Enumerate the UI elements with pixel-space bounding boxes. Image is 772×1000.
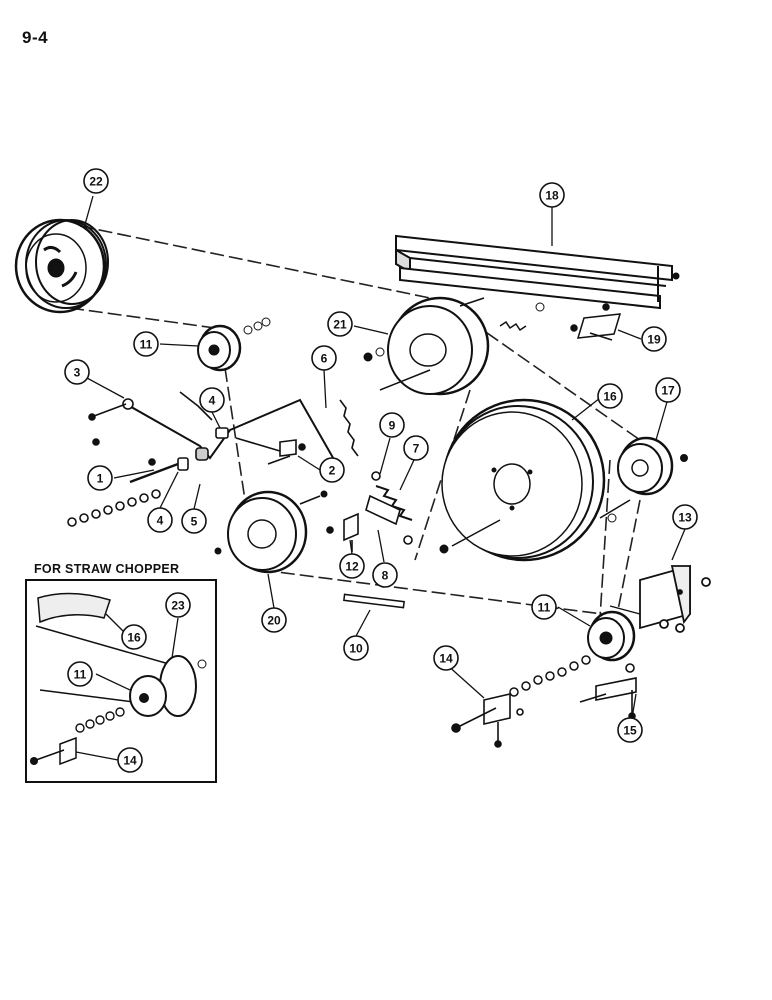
callout-21: 21 xyxy=(327,311,353,337)
svg-text:19: 19 xyxy=(647,333,661,347)
svg-text:11: 11 xyxy=(538,601,551,615)
callout-14-inset: 14 xyxy=(117,747,143,773)
svg-text:3: 3 xyxy=(74,366,81,380)
svg-text:10: 10 xyxy=(349,642,363,656)
callout-4-upper: 4 xyxy=(199,387,225,413)
callout-7: 7 xyxy=(403,435,429,461)
svg-text:13: 13 xyxy=(678,511,692,525)
svg-text:16: 16 xyxy=(603,390,617,404)
callout-20: 20 xyxy=(261,607,287,633)
channel-18 xyxy=(395,234,673,310)
pulley-17 xyxy=(599,436,688,523)
callout-18: 18 xyxy=(539,182,565,208)
svg-text:8: 8 xyxy=(382,569,389,583)
callout-11-top: 11 xyxy=(133,331,159,357)
spring-linkage xyxy=(326,471,413,552)
page-number: 9-4 xyxy=(22,28,49,47)
idler-pulley-11-right xyxy=(509,610,636,697)
svg-text:11: 11 xyxy=(74,668,87,682)
svg-text:21: 21 xyxy=(333,318,347,332)
svg-text:4: 4 xyxy=(209,394,216,408)
svg-text:6: 6 xyxy=(321,352,328,366)
pulley-16 xyxy=(439,398,606,562)
svg-text:5: 5 xyxy=(191,515,198,529)
part-callouts: 22 18 21 11 19 6 3 16 17 4 9 7 2 1 4 5 1… xyxy=(64,168,698,773)
callout-15: 15 xyxy=(617,717,643,743)
callout-22: 22 xyxy=(83,168,109,194)
bracket-13 xyxy=(609,564,711,633)
svg-text:20: 20 xyxy=(267,614,281,628)
svg-text:15: 15 xyxy=(623,724,637,738)
leader-lines xyxy=(75,195,686,761)
svg-text:7: 7 xyxy=(413,442,420,456)
idler-pulley-11-top xyxy=(197,317,271,372)
svg-text:23: 23 xyxy=(171,599,185,613)
svg-text:16: 16 xyxy=(127,631,141,645)
bracket-19 xyxy=(570,303,622,341)
callout-5: 5 xyxy=(181,508,207,534)
callout-23: 23 xyxy=(165,592,191,618)
svg-text:17: 17 xyxy=(661,384,675,398)
pulley-22 xyxy=(14,218,109,314)
callout-17: 17 xyxy=(655,377,681,403)
callout-16-inset: 16 xyxy=(121,624,147,650)
callout-11-inset: 11 xyxy=(67,661,93,687)
svg-text:9: 9 xyxy=(389,419,396,433)
bracket-15 xyxy=(579,663,637,720)
callout-14-main: 14 xyxy=(433,645,459,671)
pulley-21 xyxy=(363,272,680,396)
callout-4-lower: 4 xyxy=(147,507,173,533)
pulley-20 xyxy=(214,490,328,574)
svg-text:14: 14 xyxy=(123,754,137,768)
callout-6: 6 xyxy=(311,345,337,371)
callout-12: 12 xyxy=(339,553,365,579)
callout-2: 2 xyxy=(319,457,345,483)
callout-13: 13 xyxy=(672,504,698,530)
straw-chopper-inset xyxy=(25,579,217,783)
svg-text:11: 11 xyxy=(140,338,153,352)
callout-16-main: 16 xyxy=(597,383,623,409)
callout-19: 19 xyxy=(641,326,667,352)
callout-9: 9 xyxy=(379,412,405,438)
callout-11-right: 11 xyxy=(531,594,557,620)
callout-3: 3 xyxy=(64,359,90,385)
svg-text:2: 2 xyxy=(329,464,336,478)
bracket-14-main xyxy=(451,692,524,748)
inset-title: FOR STRAW CHOPPER xyxy=(34,562,180,576)
svg-text:22: 22 xyxy=(89,175,103,189)
svg-text:14: 14 xyxy=(439,652,453,666)
svg-text:1: 1 xyxy=(97,472,104,486)
shaft-10 xyxy=(343,593,405,609)
svg-text:18: 18 xyxy=(545,189,559,203)
callout-10: 10 xyxy=(343,635,369,661)
callout-1: 1 xyxy=(87,465,113,491)
svg-text:4: 4 xyxy=(157,514,164,528)
callout-8: 8 xyxy=(372,562,398,588)
svg-text:12: 12 xyxy=(345,560,359,574)
tensioner-arm-assembly xyxy=(67,391,359,527)
